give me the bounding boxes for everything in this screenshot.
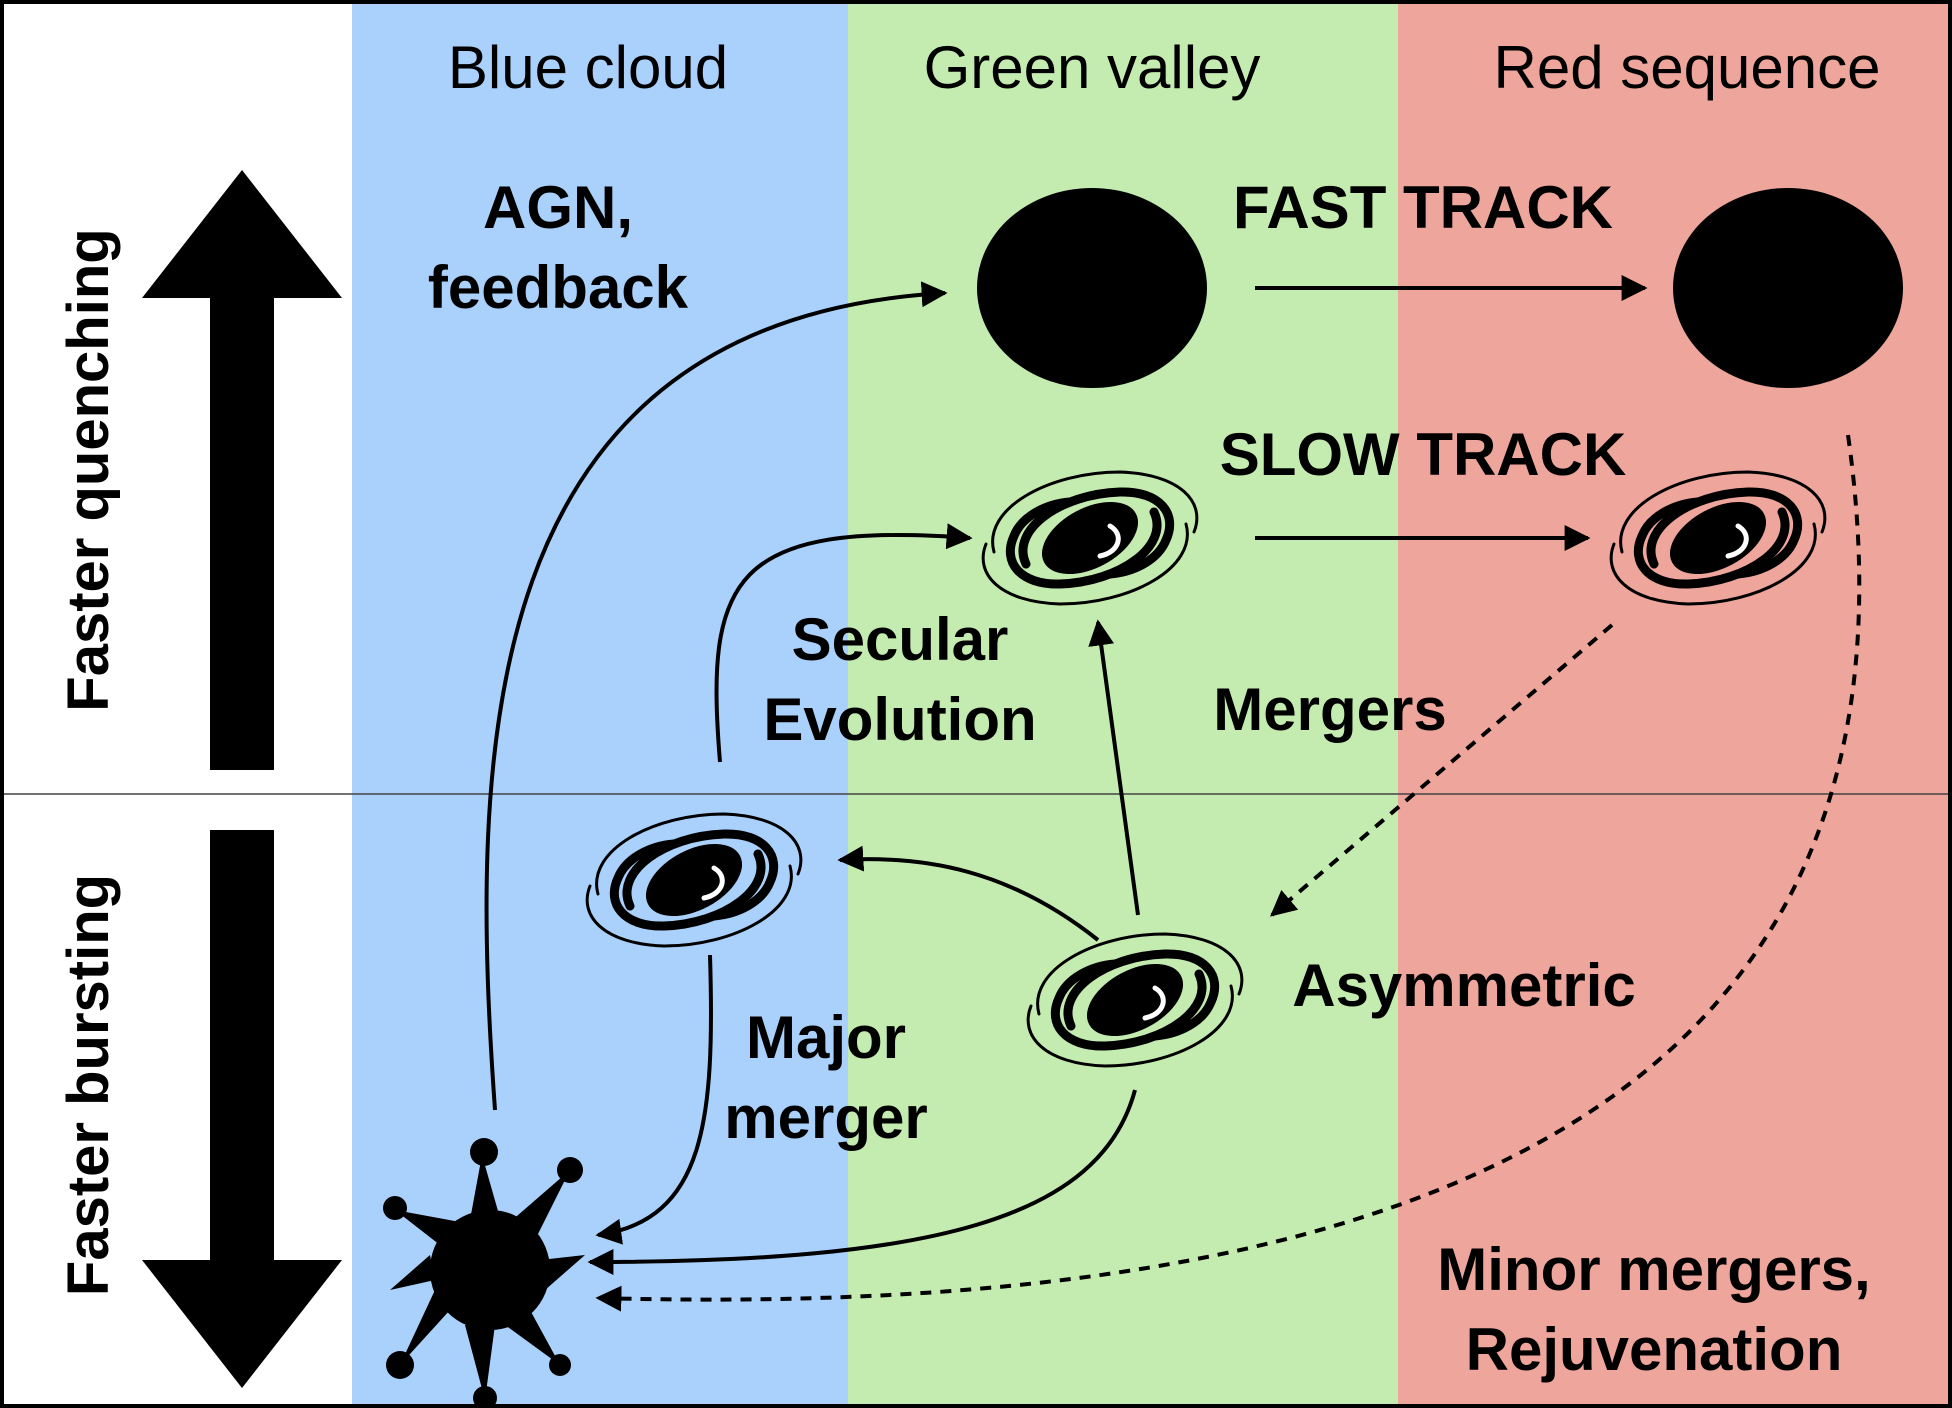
minor-mergers-label-line2: Rejuvenation	[1466, 1316, 1843, 1383]
major-merger-label-line2: merger	[724, 1084, 927, 1151]
elliptical-galaxy-icon	[1673, 188, 1903, 388]
blue-cloud-zone	[352, 0, 848, 1408]
axis-column-background	[0, 0, 352, 1408]
major-merger-label-line1: Major	[746, 1004, 906, 1071]
slow-track-label: SLOW TRACK	[1220, 421, 1627, 488]
rejuvenation-dashed-arrow	[595, 434, 1862, 1312]
asymmetric-label: Asymmetric	[1292, 952, 1636, 1019]
agn-label-line2: feedback	[428, 254, 689, 321]
faster-quenching-arrow-icon	[142, 170, 342, 770]
agn-label-line1: AGN,	[483, 174, 633, 241]
secular-label-line1: Secular	[792, 606, 1009, 673]
agn-feedback-arrow	[484, 281, 948, 1111]
elliptical-galaxy-icon	[977, 188, 1207, 388]
minor-mergers-label-line1: Minor mergers,	[1437, 1236, 1870, 1303]
asymmetric-to-slow-arrow	[1088, 619, 1140, 916]
mergers-label: Mergers	[1213, 676, 1446, 743]
secular-label-line2: Evolution	[763, 686, 1036, 753]
green-valley-title: Green valley	[924, 34, 1261, 101]
faster-bursting-label: Faster bursting	[56, 874, 121, 1296]
asymmetric-to-starburst-arrow	[587, 1089, 1137, 1275]
starburst-splat-icon	[383, 1138, 585, 1408]
mergers-dashed-arrow	[1270, 623, 1614, 917]
faster-bursting-arrow-icon	[142, 830, 342, 1388]
major-merger-arrow	[595, 954, 713, 1245]
fast-track-label: FAST TRACK	[1233, 174, 1613, 241]
asymmetric-to-spiral-arrow	[837, 845, 1100, 942]
red-sequence-title: Red sequence	[1494, 34, 1881, 101]
faster-quenching-label: Faster quenching	[56, 228, 121, 711]
secular-evolution-arrow	[714, 523, 973, 763]
blue-cloud-title: Blue cloud	[448, 34, 728, 101]
